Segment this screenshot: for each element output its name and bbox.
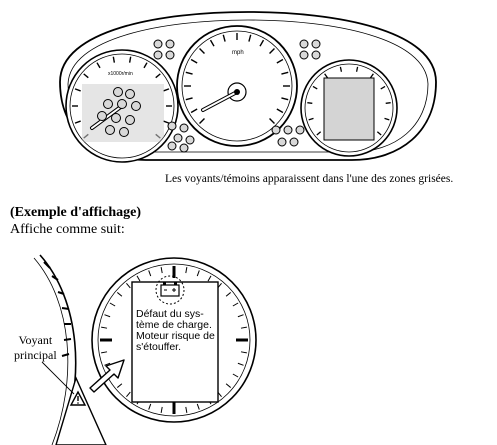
example-title: (Exemple d'affichage)	[10, 205, 142, 220]
voyant-pointer-line	[41, 361, 75, 395]
display-message-line-3: Moteur risque de	[136, 330, 215, 342]
housing-indicator-lamps	[153, 39, 321, 153]
display-message-line-4: s'étouffer.	[136, 341, 182, 353]
tachometer-unit-label: x1000r/min	[108, 71, 133, 77]
display-message: Défaut du sys- tème de charge. Moteur ri…	[136, 309, 215, 353]
speedometer-gauge: mph	[176, 25, 298, 147]
display-example	[33, 254, 257, 445]
speedometer-unit-label: mph	[232, 50, 244, 56]
left-partial-gauge-ticks	[43, 261, 72, 357]
left-partial-gauge-inner	[33, 257, 69, 445]
display-screen	[131, 281, 219, 403]
hollow-arrow	[89, 359, 125, 393]
right-gauge-ticks	[307, 66, 391, 136]
battery-icon	[155, 275, 185, 305]
display-message-line-2: tème de charge.	[136, 319, 212, 331]
voyant-label-line-1: Voyant	[18, 333, 53, 347]
tachometer-gauge: x1000r/min	[65, 49, 179, 163]
speedometer-ticks	[184, 33, 290, 124]
voyant-label-line-2: principal	[14, 348, 57, 362]
tachometer-indicator-lamps	[97, 87, 141, 137]
voyant-principal-label: Voyant principal	[14, 333, 57, 363]
instrument-cluster: x1000r/min	[59, 11, 437, 163]
zone-caption: Les voyants/témoins apparaissent dans l'…	[165, 173, 454, 185]
display-message-line-1: Défaut du sys-	[136, 308, 204, 320]
multi-info-display-dial	[91, 257, 257, 423]
right-display-gauge	[300, 59, 398, 157]
warning-lamp-housing	[55, 375, 107, 445]
warning-triangle-icon	[69, 390, 87, 406]
example-subtitle: Affiche comme suit:	[10, 222, 125, 237]
